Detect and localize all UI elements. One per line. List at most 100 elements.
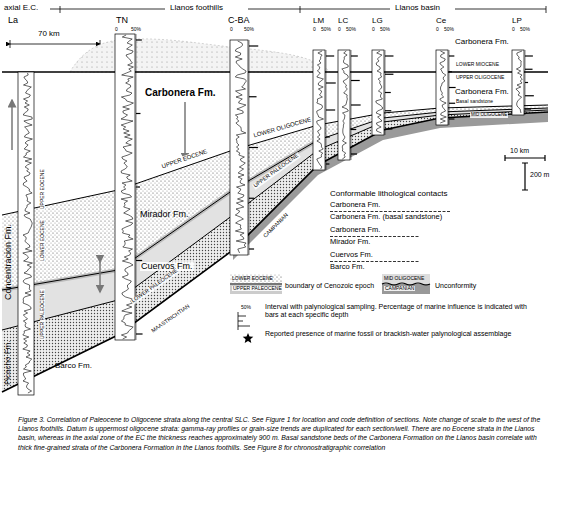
gamma-ray-curve	[235, 41, 246, 253]
gamma-ray-curve	[317, 51, 324, 169]
marine-influence-bar	[449, 71, 452, 72]
diagram-label: Barco Fm.	[330, 263, 365, 271]
diagram-label: 50%	[131, 27, 141, 32]
diagram-label: UPPER OLIGOCENE	[455, 75, 505, 80]
diagram-label: 50%	[321, 27, 331, 32]
marine-influence-bar	[326, 82, 336, 83]
formation-contact	[2, 105, 548, 215]
diagram-label: 10 km	[510, 147, 529, 154]
diagram-label: TN	[116, 16, 128, 25]
marine-influence-bar	[326, 163, 329, 164]
epoch-boundary	[2, 140, 318, 290]
sampling-interval	[449, 50, 450, 125]
section-column	[313, 50, 325, 170]
marine-influence-bar	[136, 39, 142, 40]
gamma-ray-curve	[440, 51, 447, 123]
diagram-label: 50%	[241, 305, 251, 310]
diagram-label: LM	[313, 17, 324, 25]
sampling-interval	[326, 50, 327, 170]
diagram-label: 200 m	[530, 171, 549, 178]
gamma-ray-curve	[342, 51, 349, 159]
diagram-label: 0	[512, 27, 515, 32]
diagram-label: Carbonera Fm.	[330, 201, 380, 209]
section-column	[512, 50, 524, 115]
diagram-label: LOWER MIOCENE	[455, 62, 500, 67]
formation-contact	[2, 108, 548, 290]
marine-influence-bar	[351, 104, 361, 105]
diagram-label: 0	[230, 27, 233, 32]
marine-influence-bar	[326, 109, 335, 110]
diagram-label: Carbonera Fm.	[330, 226, 380, 234]
marine-influence-bar	[249, 96, 257, 97]
diagram-label: 0	[115, 27, 118, 32]
marine-influence-bar	[385, 128, 392, 129]
diagram-label: Concentracion Fm.	[4, 224, 13, 300]
marine-influence-bar	[249, 198, 254, 199]
diagram-label: 50%	[380, 27, 390, 32]
marine-influence-bar	[525, 55, 533, 56]
marine-influence-bar	[385, 74, 393, 75]
diagram-label: UPPER EOCENE	[40, 168, 45, 210]
section-column	[338, 50, 350, 160]
marine-influence-bar	[351, 55, 358, 56]
cuervos-shale	[2, 108, 548, 330]
sampling-interval	[249, 40, 250, 255]
diagram-label: LP	[512, 17, 522, 25]
marine-influence-bar	[385, 55, 393, 56]
section-column	[18, 72, 34, 395]
diagram-label: Carbonera Fm.	[455, 88, 509, 96]
marine-influence-bar	[449, 55, 454, 56]
diagram-label: MID OLIGOCENE	[470, 113, 508, 118]
marine-influence-bar	[351, 80, 360, 81]
marine-influence-bar	[449, 118, 454, 119]
gamma-ray-curve	[23, 73, 33, 393]
diagram-label: 70 km	[38, 30, 60, 38]
marine-influence-bar	[525, 82, 528, 83]
diagram-label: LC	[338, 17, 348, 25]
diagram-label: Carbonera Fm.	[145, 88, 216, 99]
diagram-label: LG	[372, 17, 383, 25]
diagram-label: MID OLIGOCENE	[384, 276, 424, 281]
diagram-label: Conformable lithological contacts	[330, 190, 447, 198]
diagram-label: Basal sandstone	[455, 99, 494, 104]
diagram-label: 50%	[244, 27, 254, 32]
marine-influence-bar	[525, 108, 531, 109]
marine-influence-bar	[136, 260, 142, 261]
marine-influence-bar	[385, 110, 391, 111]
campanian-unconformity	[233, 112, 548, 260]
unconformity-line	[2, 112, 548, 392]
gamma-ray-curve	[121, 35, 133, 339]
sampling-interval	[385, 50, 386, 135]
diagram-label: UPPER PALEOCENE	[232, 286, 283, 291]
diagram-label: Picacho Fm.	[4, 341, 12, 385]
marine-influence-bar	[136, 186, 140, 187]
diagram-label: Cuervos Fm.	[330, 251, 373, 259]
diagram-label: Ce	[436, 17, 446, 25]
figure-caption: Figure 3. Correlation of Paleocene to Ol…	[18, 415, 552, 452]
diagram-label: 0	[313, 27, 316, 32]
diagram-label: 50%	[346, 27, 356, 32]
diagram-label: Mirador Fm.	[330, 238, 370, 246]
diagram-label: Carbonera Fm. (basal sandstone)	[330, 213, 442, 221]
marine-influence-bar	[249, 147, 258, 148]
diagram-label: LOWER EOCENE	[232, 276, 273, 281]
barco-sandstone	[2, 110, 548, 392]
marine-influence-bar	[449, 87, 456, 88]
diagram-label: 0	[338, 27, 341, 32]
sampling-interval	[351, 50, 352, 160]
gamma-ray-curve	[516, 51, 522, 113]
diagram-label: C-BA	[228, 16, 250, 25]
diagram-label: 50%	[520, 27, 530, 32]
sampling-interval	[525, 50, 526, 115]
diagram-label: LOWER EOCENE	[40, 219, 45, 262]
diagram-label: axial E.C.	[4, 4, 38, 12]
marine-influence-bar	[249, 248, 254, 249]
marine-influence-bar	[525, 95, 534, 96]
gamma-ray-curve	[376, 51, 383, 133]
diagram-label: La	[8, 16, 18, 25]
marine-influence-bar	[525, 69, 533, 70]
legend-text: Interval with palynological sampling. Pe…	[265, 303, 540, 320]
section-column	[372, 50, 384, 135]
marine-influence-bar	[351, 153, 357, 154]
